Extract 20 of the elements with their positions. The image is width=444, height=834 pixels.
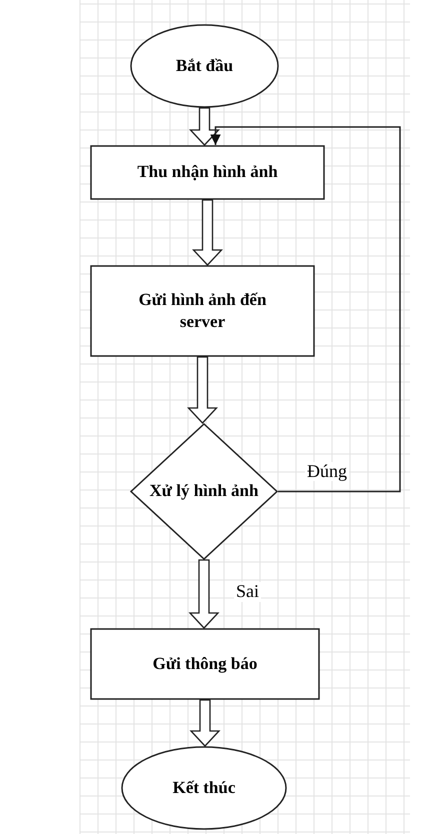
node-label: Kết thúc bbox=[172, 776, 236, 799]
node-label: Gửi hình ảnh đến server bbox=[138, 288, 268, 333]
node-label: Bắt đầu bbox=[174, 54, 234, 77]
decision-diamond bbox=[130, 423, 278, 560]
terminal-ellipse bbox=[121, 746, 287, 830]
process-box bbox=[90, 145, 325, 200]
edge-label: Sai bbox=[234, 582, 262, 602]
block-arrow bbox=[189, 107, 220, 146]
block-arrow bbox=[187, 356, 218, 424]
block-arrow bbox=[192, 199, 223, 266]
loop-arrow bbox=[210, 126, 401, 492]
block-arrow bbox=[190, 699, 220, 747]
node-label: Thu nhận hình ảnh bbox=[136, 161, 279, 184]
process-box bbox=[90, 628, 320, 700]
block-arrow bbox=[188, 559, 220, 629]
process-box bbox=[90, 265, 315, 357]
node-label: Xử lý hình ảnh bbox=[149, 480, 259, 502]
edge-label: Đúng bbox=[305, 462, 349, 482]
terminal-ellipse bbox=[130, 24, 279, 108]
node-label: Gửi thông báo bbox=[152, 652, 258, 675]
